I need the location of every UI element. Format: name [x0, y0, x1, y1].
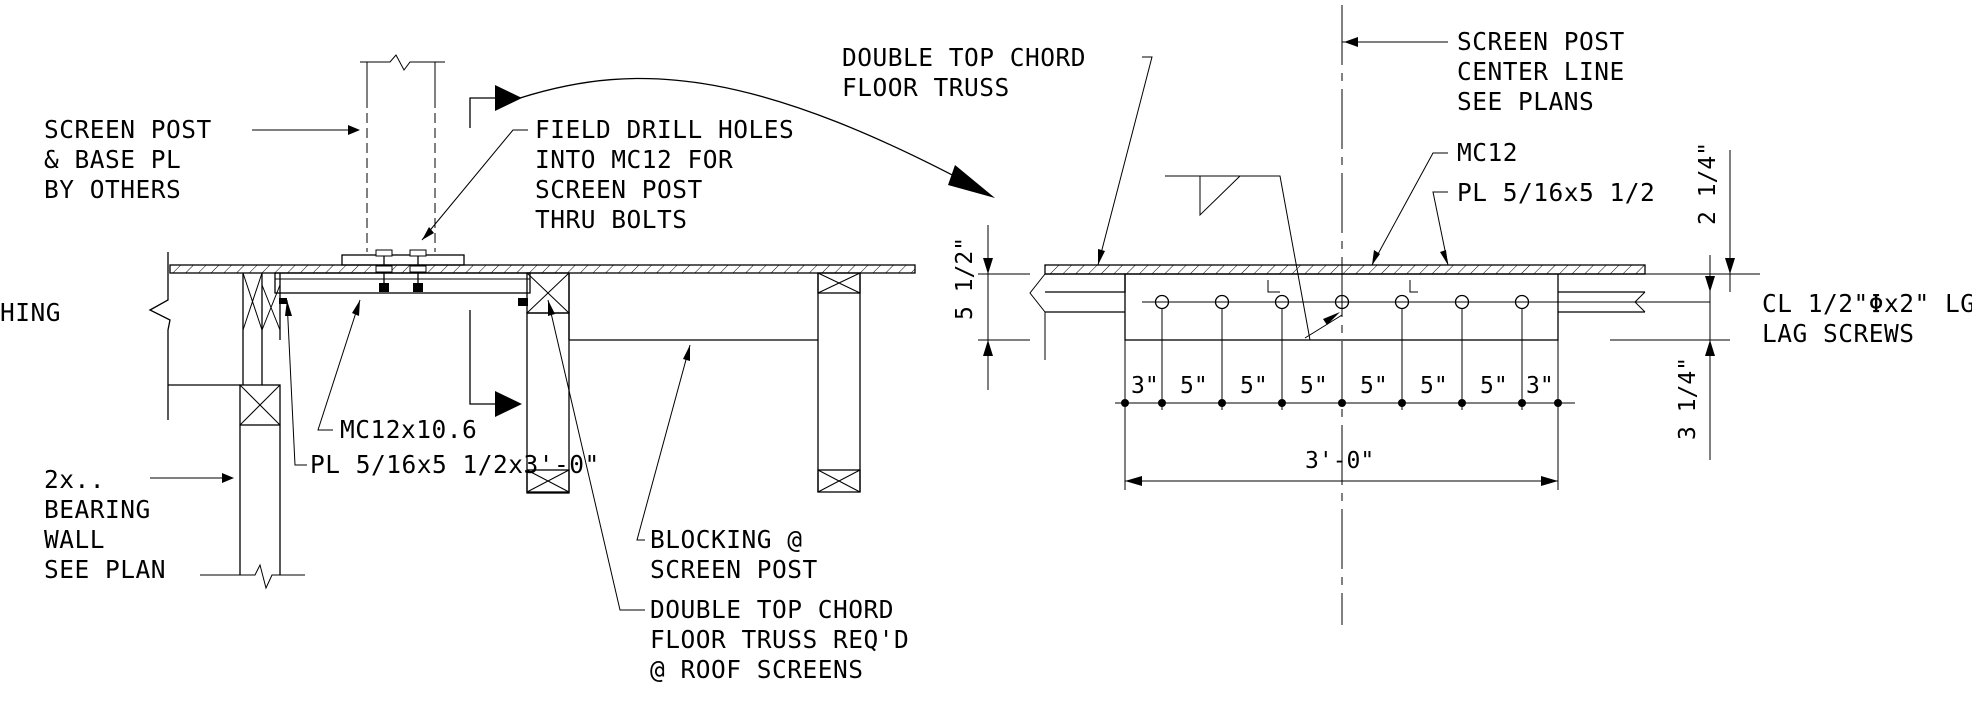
bearing-wall: [148, 252, 305, 590]
right-elevation-view: [978, 5, 1760, 625]
svg-text:5": 5": [1300, 373, 1328, 399]
label-double-top-chord-a: DOUBLE TOP CHORD FLOOR TRUSS: [842, 43, 1086, 102]
leaders-right: [1097, 37, 1449, 341]
mc12-channel: [274, 272, 531, 294]
label-blocking: BLOCKING @ SCREEN POST: [650, 525, 818, 584]
leaders-left: [150, 125, 691, 611]
section-cut-markers: [469, 77, 995, 417]
left-section-view: [148, 54, 995, 611]
svg-text:& BASE PL: & BASE PL: [44, 145, 181, 174]
dimension-spacing-labels: 3" 5" 5" 5" 5" 5" 5" 3": [1131, 373, 1554, 399]
svg-text:BY OTHERS: BY OTHERS: [44, 175, 181, 204]
svg-text:INTO MC12 FOR: INTO MC12 FOR: [535, 145, 733, 174]
svg-text:BLOCKING @: BLOCKING @: [650, 525, 803, 554]
svg-text:5": 5": [1240, 373, 1268, 399]
svg-text:SEE PLANS: SEE PLANS: [1457, 87, 1594, 116]
dimension-chain: [1115, 308, 1575, 490]
dimension-overall: 3'-0": [1305, 448, 1374, 474]
svg-text:CL 1/2"Φx2" LG.: CL 1/2"Φx2" LG.: [1762, 289, 1972, 318]
svg-text:5": 5": [1360, 373, 1388, 399]
svg-text:@ ROOF SCREENS: @ ROOF SCREENS: [650, 655, 864, 684]
svg-text:WALL: WALL: [44, 525, 105, 554]
svg-text:DOUBLE TOP CHORD: DOUBLE TOP CHORD: [842, 43, 1086, 72]
thru-bolts: [375, 249, 427, 292]
svg-text:5": 5": [1480, 373, 1508, 399]
svg-text:THRU BOLTS: THRU BOLTS: [535, 205, 688, 234]
svg-text:BEARING: BEARING: [44, 495, 151, 524]
svg-text:SCREEN POST: SCREEN POST: [1457, 27, 1625, 56]
label-plate-top: PL 5/16x5 1/2: [1457, 178, 1655, 207]
svg-text:2x..: 2x..: [44, 465, 105, 494]
svg-text:SCREEN POST: SCREEN POST: [650, 555, 818, 584]
svg-text:3": 3": [1526, 373, 1554, 399]
svg-text:5": 5": [1420, 373, 1448, 399]
label-mc12: MC12: [1457, 138, 1518, 167]
svg-text:FLOOR TRUSS: FLOOR TRUSS: [842, 73, 1010, 102]
lag-screw-holes: [1142, 294, 1710, 310]
label-center-line: SCREEN POST CENTER LINE SEE PLANS: [1457, 27, 1625, 116]
elevation-deck: [1044, 264, 1646, 275]
label-bearing-wall: 2x.. BEARING WALL SEE PLAN: [44, 465, 166, 584]
dimension-bottom-offset: 3 1/4": [1675, 357, 1701, 440]
dimension-top-offset: 2 1/4": [1695, 142, 1721, 225]
svg-text:FLOOR TRUSS REQ'D: FLOOR TRUSS REQ'D: [650, 625, 909, 654]
svg-text:5": 5": [1180, 373, 1208, 399]
svg-text:CENTER LINE: CENTER LINE: [1457, 57, 1625, 86]
label-lag-screws: CL 1/2"Φx2" LG. LAG SCREWS: [1762, 289, 1972, 348]
label-screen-post-base: SCREEN POST & BASE PL BY OTHERS: [44, 115, 212, 204]
svg-text:LAG SCREWS: LAG SCREWS: [1762, 319, 1915, 348]
label-double-top-chord-b: DOUBLE TOP CHORD FLOOR TRUSS REQ'D @ ROO…: [650, 595, 909, 684]
svg-text:FIELD DRILL HOLES: FIELD DRILL HOLES: [535, 115, 794, 144]
label-plate-left: PL 5/16x5 1/2x3'-0": [310, 450, 600, 479]
label-channel-size: MC12x10.6: [340, 415, 477, 444]
label-partial-left: HING: [0, 298, 61, 327]
label-field-drill-holes: FIELD DRILL HOLES INTO MC12 FOR SCREEN P…: [535, 115, 794, 234]
floor-deck: [169, 264, 916, 274]
svg-text:SCREEN POST: SCREEN POST: [535, 175, 703, 204]
screen-post: [341, 54, 465, 292]
svg-text:SEE PLAN: SEE PLAN: [44, 555, 166, 584]
svg-text:SCREEN POST: SCREEN POST: [44, 115, 212, 144]
svg-text:3": 3": [1131, 373, 1159, 399]
svg-text:DOUBLE TOP CHORD: DOUBLE TOP CHORD: [650, 595, 894, 624]
vertical-dimensions: [978, 150, 1760, 460]
dimension-depth: 5 1/2": [952, 237, 978, 320]
